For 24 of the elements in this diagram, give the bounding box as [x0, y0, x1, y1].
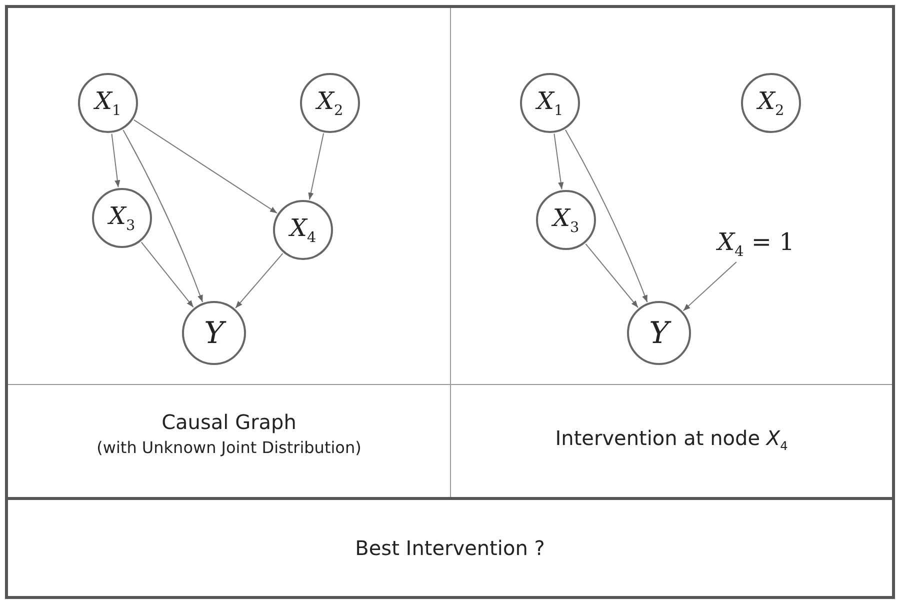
arrow [564, 129, 648, 303]
arrow [133, 119, 278, 214]
arrow [140, 242, 194, 308]
variable-circle: X$_{2}$ [300, 73, 360, 133]
equation-label: X$_{4}$ = 1 [700, 226, 812, 262]
arrow [235, 252, 284, 309]
arrow [308, 132, 324, 200]
variable-circle: X$_{4}$ [273, 200, 333, 260]
variable-circle: Y [182, 301, 246, 365]
variable-circle: X$_{1}$ [520, 73, 580, 133]
arrow [554, 133, 564, 190]
panel-caption: Intervention at node X$_{4}$ [554, 426, 789, 453]
variable-circle: X$_{2}$ [741, 73, 801, 133]
variable-circle: X$_{3}$ [92, 188, 152, 248]
footer-question: Best Intervention ? [354, 536, 546, 560]
variable-circle: X$_{3}$ [536, 190, 596, 250]
arrow [122, 130, 204, 303]
arrow [585, 243, 639, 308]
arrow [682, 262, 737, 312]
variable-circle: Y [627, 301, 691, 365]
variable-circle: X$_{1}$ [78, 73, 138, 133]
panel-subcaption: (with Unknown Joint Distribution) [96, 438, 362, 457]
panel-caption: Causal Graph [160, 410, 298, 434]
arrow [111, 133, 120, 188]
